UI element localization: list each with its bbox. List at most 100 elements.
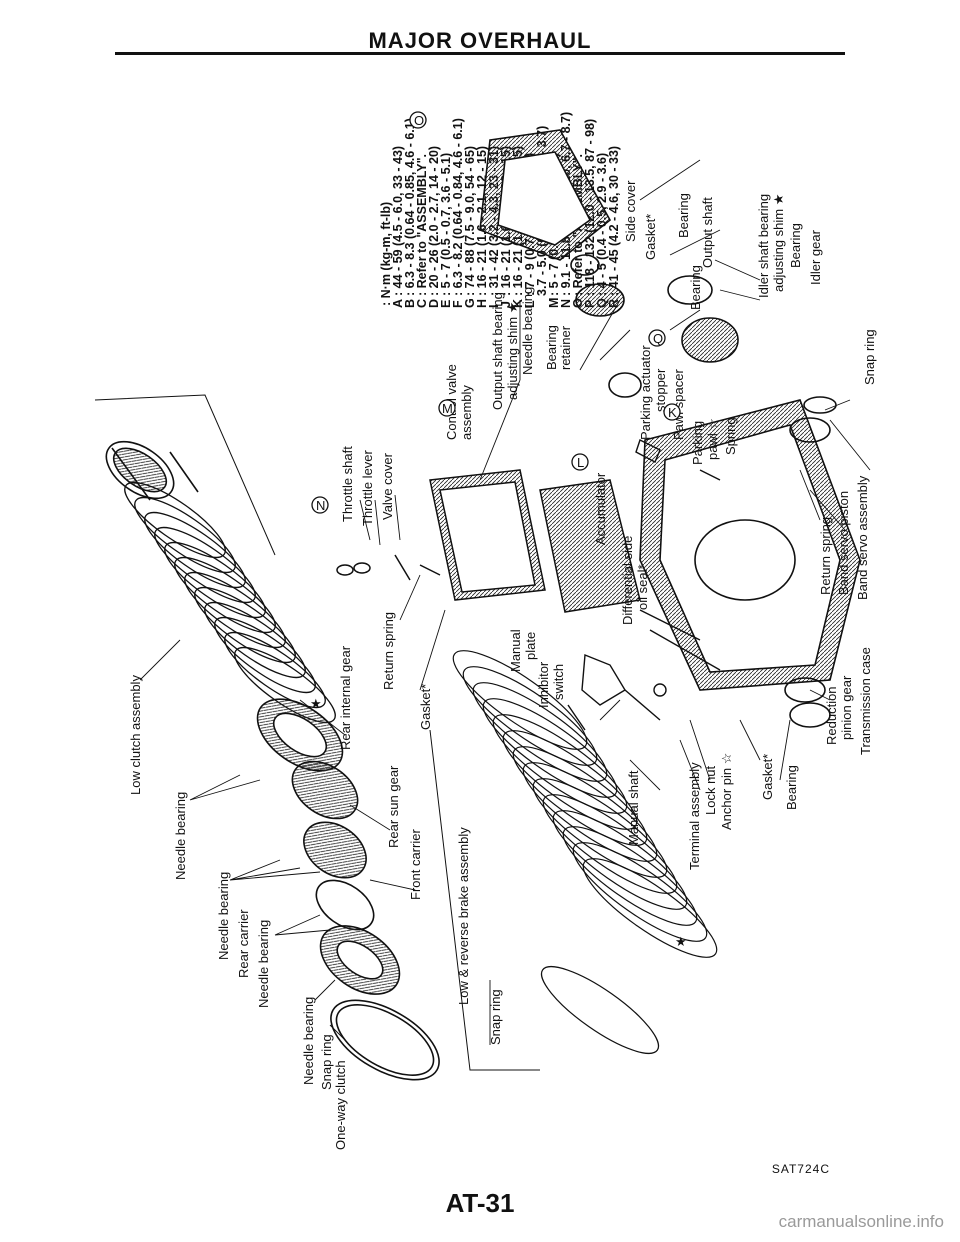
torque-value: : 5 - 7 (0.5 - 0.7, 3.6 - 5.1) — [439, 153, 453, 296]
watermark: carmanualsonline.info — [778, 1212, 944, 1231]
callout-m: M — [438, 399, 456, 417]
small-parts-illustration — [567, 439, 721, 731]
label-return-spring: Return spring — [381, 612, 396, 690]
label-idler-shim-1: Idler shaft bearing — [756, 194, 771, 298]
callout-l: L — [571, 453, 589, 471]
figure-code: SAT724C — [771, 1162, 830, 1176]
low-reverse-brake-illustration — [452, 650, 718, 1054]
label-terminal-assembly: Terminal assembly — [687, 762, 702, 870]
torque-key: D — [427, 299, 441, 308]
label-front-carrier: Front carrier — [408, 829, 423, 900]
label-bearing-4: Bearing — [788, 223, 803, 268]
label-snap-ring-1: Snap ring — [319, 1034, 334, 1090]
callout-n: N — [311, 496, 329, 514]
label-snap-ring-3: Snap ring — [862, 329, 877, 385]
component-labels: Low clutch assembly Needle bearing Needl… — [128, 180, 877, 1150]
label-lock-nut: Lock nut — [703, 765, 718, 815]
label-manual-plate-1: Manual — [508, 629, 523, 672]
label-valve-cover: Valve cover — [380, 452, 395, 520]
callout-o: O — [409, 111, 427, 129]
label-parking-stopper-1: Parking actuator — [638, 345, 653, 440]
label-idler-shim-2: adjusting shim ★ — [771, 194, 786, 292]
label-output-shim-1: Output shaft bearing — [490, 292, 505, 410]
torque-value: : 44 - 59 (4.5 - 6.0, 33 - 43) — [391, 146, 405, 296]
label-pawl-spacer: Pawl spacer — [671, 369, 686, 440]
label-manual-plate-2: plate — [523, 632, 538, 660]
torque-value: : 41 - 45 (4.2 - 4.6, 30 - 33) — [607, 146, 621, 296]
label-parking-pawl-1: Parking — [690, 421, 705, 465]
label-needle-bearing-5: Needle bearing — [520, 287, 535, 375]
torque-key: E — [439, 300, 453, 308]
label-inhibitor-2: switch — [551, 664, 566, 700]
torque-value: : 20 - 26 (2.0 - 2.7, 14 - 20) — [427, 146, 441, 296]
label-transmission-case: Transmission case — [858, 647, 873, 755]
torque-value: : Refer to "ASSEMBLY". — [415, 154, 429, 296]
svg-text:L: L — [577, 455, 584, 470]
svg-text:O: O — [414, 113, 424, 128]
label-inhibitor-1: Inhibitor — [536, 661, 551, 708]
label-output-shim-2: adjusting shim ★ — [505, 302, 520, 400]
label-control-valve-2: assembly — [459, 385, 474, 440]
label-anchor-pin: Anchor pin ☆ — [719, 753, 734, 830]
label-side-cover: Side cover — [623, 180, 638, 242]
label-low-reverse-brake: Low & reverse brake assembly — [456, 827, 471, 1005]
label-idler-gear: Idler gear — [808, 229, 823, 285]
label-band-servo-piston: Band servo piston — [836, 491, 851, 595]
star-marker-2: ★ — [675, 934, 687, 949]
label-gasket-3: Gasket* — [643, 214, 658, 260]
page-number: AT-31 — [445, 1188, 515, 1218]
label-bearing-3: Bearing — [688, 265, 703, 310]
star-marker-1: ★ — [310, 696, 322, 711]
label-parking-pawl-2: pawl ☆ — [705, 418, 720, 460]
torque-key: M — [547, 298, 561, 308]
svg-text:M: M — [442, 401, 453, 416]
header-rule — [115, 52, 845, 55]
torque-value: : 6.3 - 8.2 (0.64 - 0.84, 4.6 - 6.1) — [451, 118, 465, 296]
torque-key: F — [451, 300, 465, 308]
valve-cover-illustration — [336, 469, 641, 613]
torque-key: A — [391, 299, 405, 308]
label-bearing-1: Bearing — [784, 765, 799, 810]
label-low-clutch-assembly: Low clutch assembly — [128, 675, 143, 795]
svg-text:K: K — [668, 405, 677, 420]
torque-key: L — [523, 300, 537, 308]
label-accumulator: Accumulator — [593, 472, 608, 545]
torque-key: C — [415, 299, 429, 308]
label-bearing-retainer-1: Bearing — [544, 325, 559, 370]
label-rear-internal-gear: Rear internal gear — [338, 645, 353, 750]
label-reduction-2: pinion gear — [839, 675, 854, 740]
gear-train-illustration — [94, 394, 540, 1081]
torque-key: G — [463, 298, 477, 308]
torque-key: B — [403, 299, 417, 308]
label-diff-seal-2: oil seal* — [635, 564, 650, 610]
label-snap-ring-2: Snap ring — [488, 989, 503, 1045]
label-output-shaft: Output shaft — [700, 197, 715, 268]
torque-value: : 74 - 88 (7.5 - 9.0, 54 - 65) — [463, 146, 477, 296]
label-needle-bearing-2: Needle bearing — [216, 872, 231, 960]
transmission-case-illustration — [479, 129, 861, 728]
label-manual-shaft: Manual shaft — [626, 770, 641, 845]
torque-key: I — [487, 305, 501, 308]
label-gasket-2: Gasket* — [760, 754, 775, 800]
label-spring: Spring — [723, 417, 738, 455]
label-rear-carrier: Rear carrier — [236, 909, 251, 978]
label-throttle-lever: Throttle lever — [360, 449, 375, 526]
torque-unit: : N·m (kg-m, ft-lb) — [379, 202, 393, 306]
label-reduction-1: Reduction — [824, 686, 839, 745]
callout-k: K — [663, 403, 681, 421]
callouts: K L M N O Q — [311, 111, 681, 514]
torque-key: J — [499, 301, 513, 308]
label-parking-stopper-2: stopper — [653, 368, 668, 412]
label-return-spring-servo: Return spring — [818, 517, 833, 595]
label-needle-bearing-4: Needle bearing — [301, 997, 316, 1085]
label-bearing-retainer-2: retainer — [558, 325, 573, 370]
label-rear-sun-gear: Rear sun gear — [386, 765, 401, 848]
torque-key: N — [559, 299, 573, 308]
torque-value: : 6.3 - 8.3 (0.64 - 0.85, 4.6 - 6.1) — [403, 118, 417, 296]
label-gasket-1: Gasket* — [418, 684, 433, 730]
torque-key: H — [475, 299, 489, 308]
label-band-servo-assembly: Band servo assembly — [855, 475, 870, 600]
label-bearing-2: Bearing — [676, 193, 691, 238]
label-one-way-clutch: One-way clutch — [333, 1060, 348, 1150]
